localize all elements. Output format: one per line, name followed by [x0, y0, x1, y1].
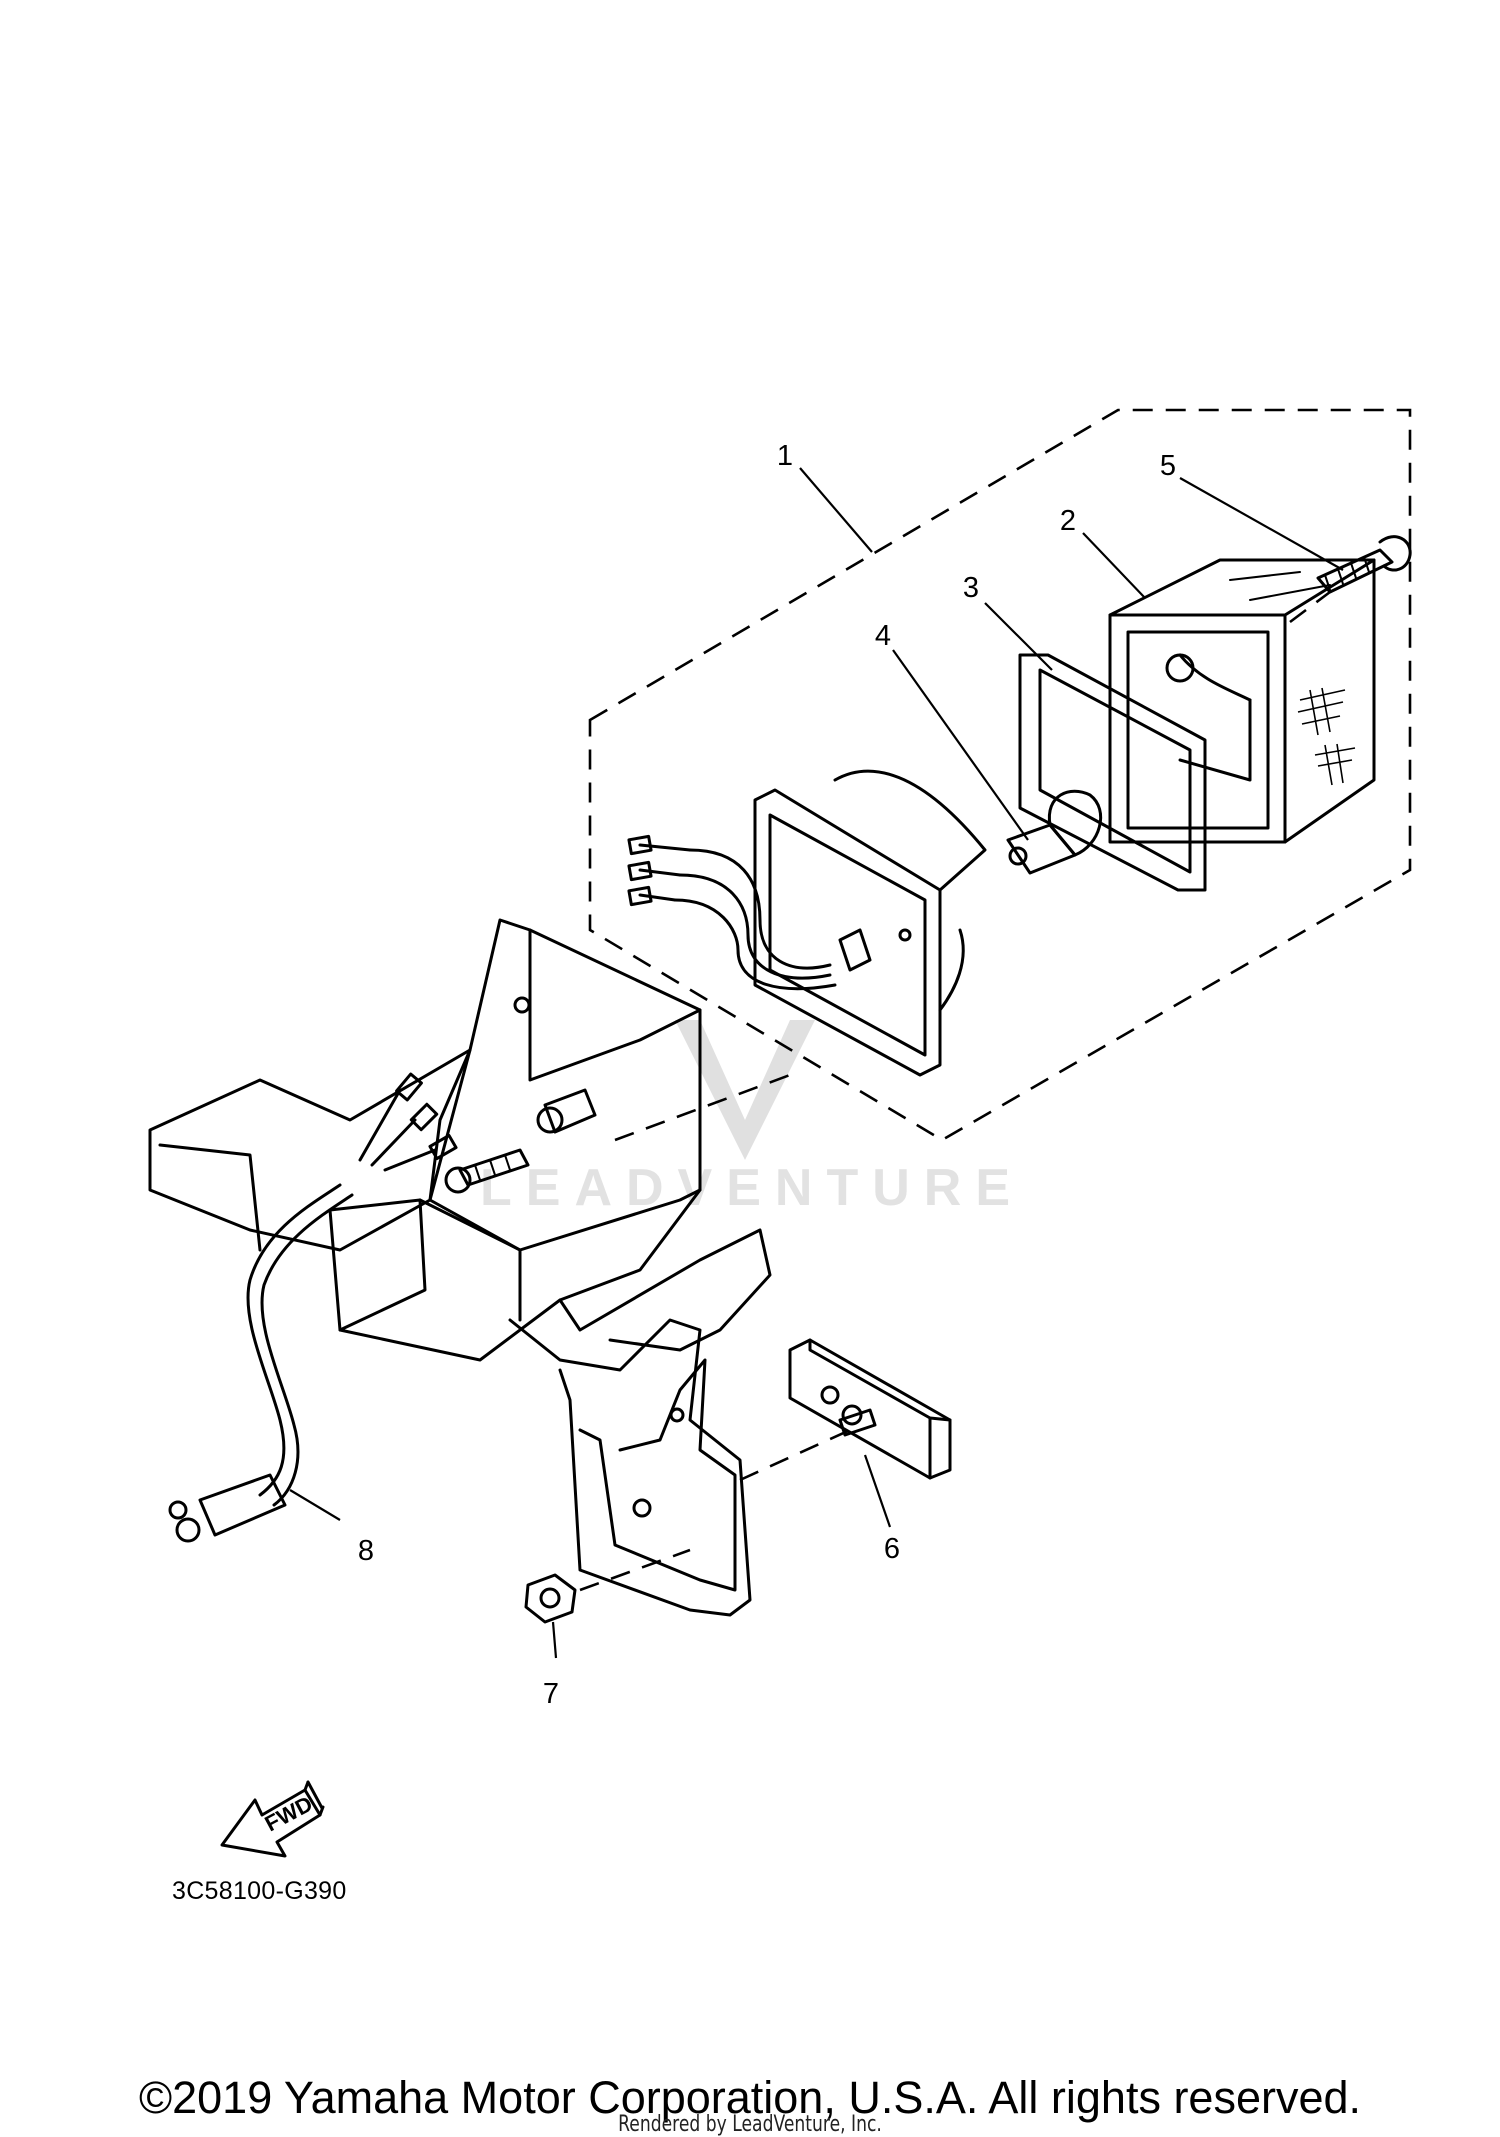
copyright-notice: ©2019 Yamaha Motor Corporation, U.S.A. A…: [138, 2072, 1362, 2123]
leadventure-watermark-logo: [675, 1020, 815, 1160]
drawing-code: 3C58100-G390: [172, 1877, 347, 1905]
callout-3: 3: [963, 572, 979, 604]
callout-leaders: [289, 467, 1344, 1659]
callout-7: 7: [543, 1678, 559, 1710]
callout-5: 5: [1160, 450, 1176, 482]
bracket-bolt: [444, 1148, 530, 1194]
callout-2: 2: [1060, 505, 1076, 537]
forward-arrow-icon: FWD: [220, 1780, 325, 1858]
bracket-collar: [536, 1088, 597, 1134]
tail-light-base: [753, 769, 987, 1077]
callout-1: 1: [777, 440, 793, 472]
license-bracket: [508, 1318, 752, 1617]
fwd-arrow-label: FWD: [261, 1791, 317, 1837]
callout-4: 4: [875, 620, 891, 652]
tail-bulb: [1006, 789, 1103, 875]
lens-gasket: [1018, 653, 1207, 892]
leadventure-watermark-text: LEADVENTURE: [480, 1159, 1025, 1217]
flange-nut: [524, 1573, 577, 1624]
reflector: [788, 1338, 952, 1480]
lens-hatching: [1297, 687, 1356, 786]
callout-6: 6: [884, 1533, 900, 1565]
base-wires: [627, 834, 837, 991]
bracket-wire-connectors: [358, 1072, 458, 1172]
callout-8: 8: [358, 1535, 374, 1567]
assembly-boundary: [588, 408, 1412, 1142]
render-credit: Rendered by LeadVenture, Inc.: [618, 2112, 882, 2137]
assembly-guide-lines: [579, 590, 1331, 1592]
wire-lead: [168, 1183, 354, 1543]
tail-lens-housing: [1108, 558, 1376, 844]
lens-screw: [1316, 535, 1412, 594]
tail-light-bracket: [148, 918, 772, 1362]
